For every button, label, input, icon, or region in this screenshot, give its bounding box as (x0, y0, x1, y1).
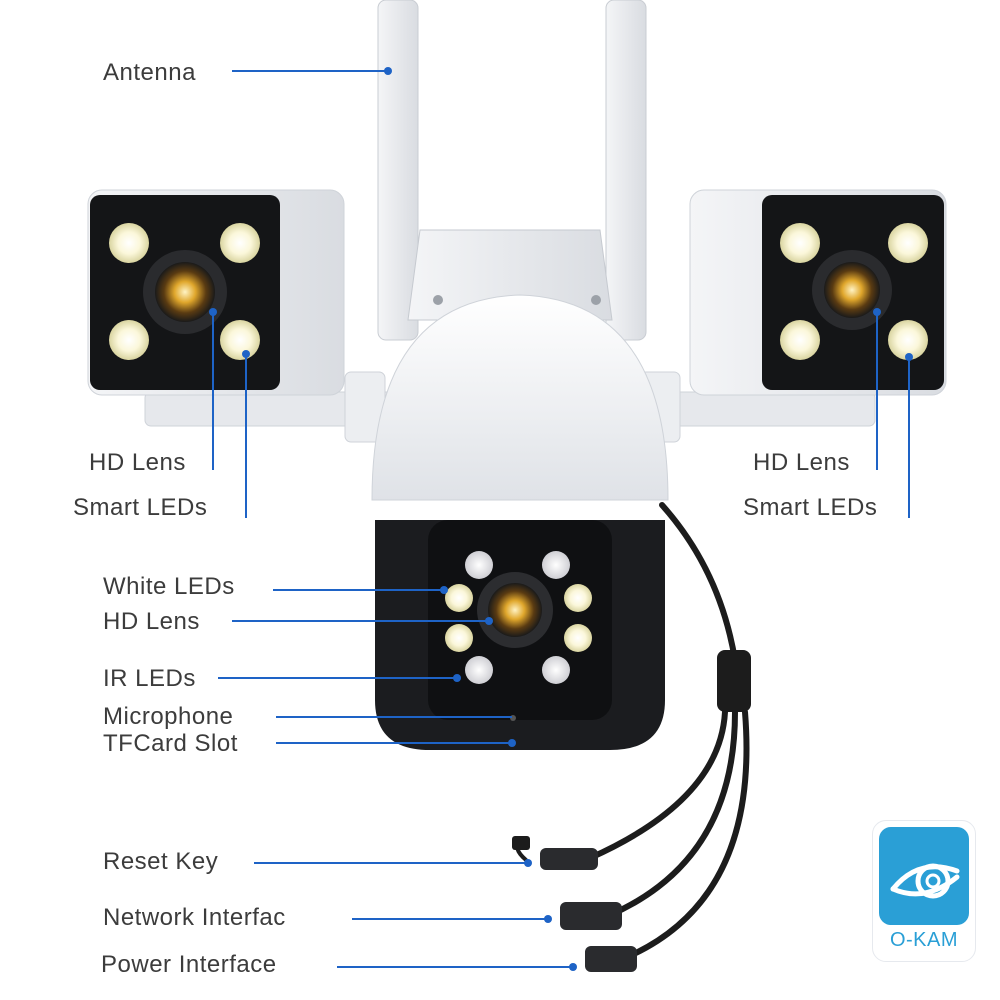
left-box-camera (87, 189, 345, 396)
dome-camera (371, 294, 669, 750)
mount-bracket (407, 229, 613, 321)
brand-name: O-KAM (889, 929, 959, 951)
leader-lines (212, 70, 910, 968)
brand-badge: O-KAM (872, 820, 976, 962)
label-power-interface: Power Interface (101, 951, 277, 978)
label-network-interface: Network Interfac (103, 904, 286, 931)
label-tfcard-slot: TFCard Slot (103, 730, 238, 757)
label-left-smart-leds: Smart LEDs (73, 494, 208, 521)
label-ir-leds: IR LEDs (103, 665, 196, 692)
label-left-hd-lens: HD Lens (89, 449, 186, 476)
label-right-hd-lens: HD Lens (753, 449, 850, 476)
cable-harness (512, 502, 751, 972)
label-center-hd-lens: HD Lens (103, 608, 200, 635)
leader-dots (209, 67, 913, 971)
label-right-smart-leds: Smart LEDs (743, 494, 878, 521)
label-microphone: Microphone (103, 703, 234, 730)
eye-logo-icon (890, 863, 960, 899)
label-reset-key: Reset Key (103, 848, 219, 875)
right-box-camera (689, 189, 947, 396)
label-antenna: Antenna (103, 59, 196, 86)
brand-logo-tile (879, 827, 969, 925)
label-white-leds: White LEDs (103, 573, 235, 600)
antenna-pair (377, 0, 647, 341)
